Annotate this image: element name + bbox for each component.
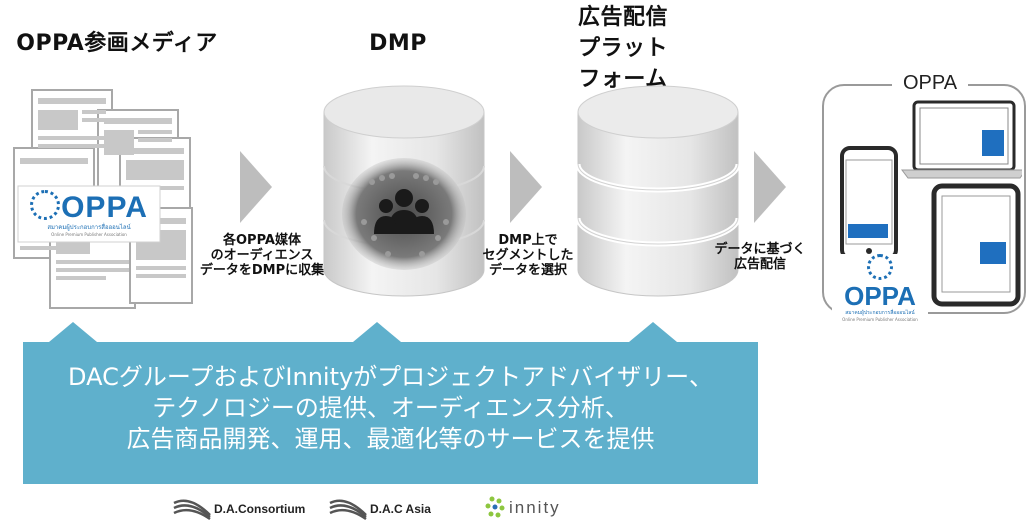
banner-pointer-media [49,322,97,342]
caption-line: のオーディエンス [210,248,314,263]
oppa-logo-subtitle: สมาคมผู้ประกอบการสื่อออนไลน์ [845,310,915,316]
caption-line: 広告配信 [733,257,786,272]
flow-arrow-3 [754,151,786,223]
dac-wave-icon [329,499,367,521]
platform-database-icon [575,85,741,297]
devices-illustration [840,100,1022,307]
caption-line: 各OPPA媒体 [223,233,301,248]
caption-line: データに基づく [714,242,806,257]
platform-title-line: プラット [577,36,668,61]
dac-asia-logo: D.A.C Asia [328,494,431,524]
dac-consortium-text: D.A.Consortium [214,502,306,516]
caption-collect: 各OPPA媒体 のオーディエンス データをDMPに収集 [196,233,328,278]
dac-asia-text: D.A.C Asia [370,502,431,516]
caption-line: データを選択 [488,263,567,278]
oppa-logo-subtitle2: Online Premium Publisher Association [51,232,127,237]
caption-line: セグメントした [482,248,574,263]
oppa-logo-subtitle2: Online Premium Publisher Association [842,317,918,322]
oppa-logo-emblem-icon [867,254,893,280]
oppa-logo-text: OPPA [22,190,156,224]
media-pages-illustration [13,89,193,309]
oppa-logo-emblem-icon [30,190,61,220]
innity-dots-icon [485,496,505,518]
oppa-logo-subtitle: สมาคมผู้ประกอบการสื่อออนไลน์ [47,224,131,231]
banner-line: DACグループおよびInnityがプロジェクトアドバイザリー、 [68,363,713,391]
banner-line: テクノロジーの提供、オーディエンス分析、 [152,394,629,422]
devices-oppa-logo: OPPA สมาคมผู้ประกอบการสื่อออนไลน์ Online… [832,254,928,322]
media-oppa-logo: OPPA สมาคมผู้ประกอบการสื่อออนไลน์ Online… [22,190,156,238]
media-title: OPPA参画メディア [16,31,218,56]
services-banner: DACグループおよびInnityがプロジェクトアドバイザリー、 テクノロジーの提… [23,342,758,484]
dmp-database-icon [323,85,485,297]
caption-line: DMP上で [498,233,558,248]
banner-pointer-platform [629,322,677,342]
dac-wave-icon [173,499,211,521]
oppa-box-label: OPPA [892,68,968,98]
oppa-logo-text: OPPA [832,254,928,310]
banner-pointer-dmp [353,322,401,342]
dac-consortium-logo: D.A.Consortium [172,494,305,524]
innity-logo: innity [484,492,561,524]
oppa-logo-letters: OPPA [844,281,916,311]
dmp-title: DMP [369,31,427,56]
flow-arrow-1 [240,151,272,223]
innity-text: innity [509,498,561,517]
oppa-logo-letters: OPPA [61,191,148,224]
flow-arrow-2 [510,151,542,223]
caption-line: データをDMPに収集 [199,263,325,278]
platform-title: 広告配信 プラット フォーム [548,2,698,95]
caption-deliver: データに基づく 広告配信 [704,242,816,272]
banner-line: 広告商品開発、運用、最適化等のサービスを提供 [126,425,655,453]
platform-title-line: 広告配信 [577,5,668,30]
caption-select: DMP上で セグメントした データを選択 [466,233,590,278]
